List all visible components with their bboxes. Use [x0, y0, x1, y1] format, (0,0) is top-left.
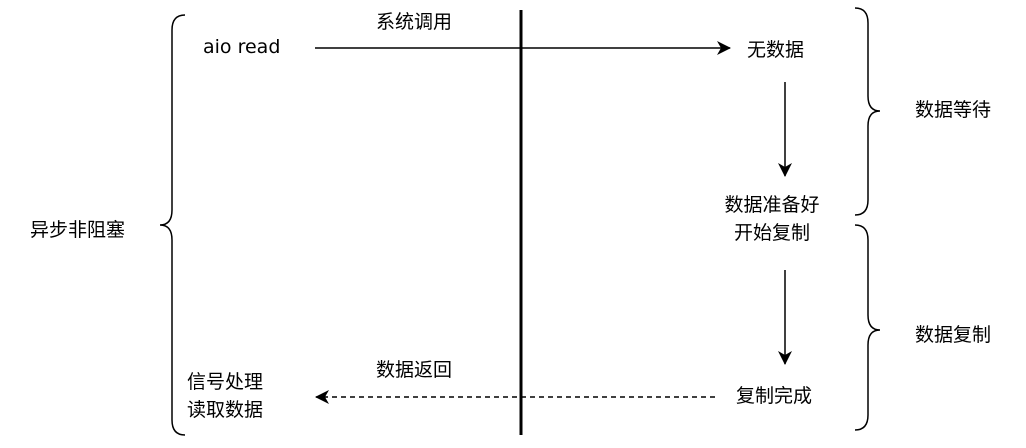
async-nonblocking-label: 异步非阻塞 — [30, 219, 126, 241]
copy-done-label: 复制完成 — [736, 385, 813, 407]
data-ready-line: 数据准备好 — [724, 194, 820, 216]
signal-handle-label: 信号处理 读取数据 — [187, 368, 263, 424]
data-ready-label: 数据准备好 开始复制 — [707, 191, 837, 247]
aio-read-label: aio read — [203, 36, 281, 58]
read-data-line: 读取数据 — [187, 399, 264, 421]
copy-brace — [854, 224, 881, 431]
start-copy-line: 开始复制 — [733, 222, 810, 244]
left-brace — [159, 14, 186, 436]
signal-handle-line: 信号处理 — [187, 371, 264, 393]
data-return-label: 数据返回 — [376, 359, 453, 381]
phase-copy-label: 数据复制 — [915, 324, 992, 346]
no-data-label: 无数据 — [747, 39, 805, 61]
wait-brace — [854, 7, 881, 216]
phase-wait-label: 数据等待 — [915, 99, 992, 121]
syscall-label: 系统调用 — [376, 11, 453, 33]
